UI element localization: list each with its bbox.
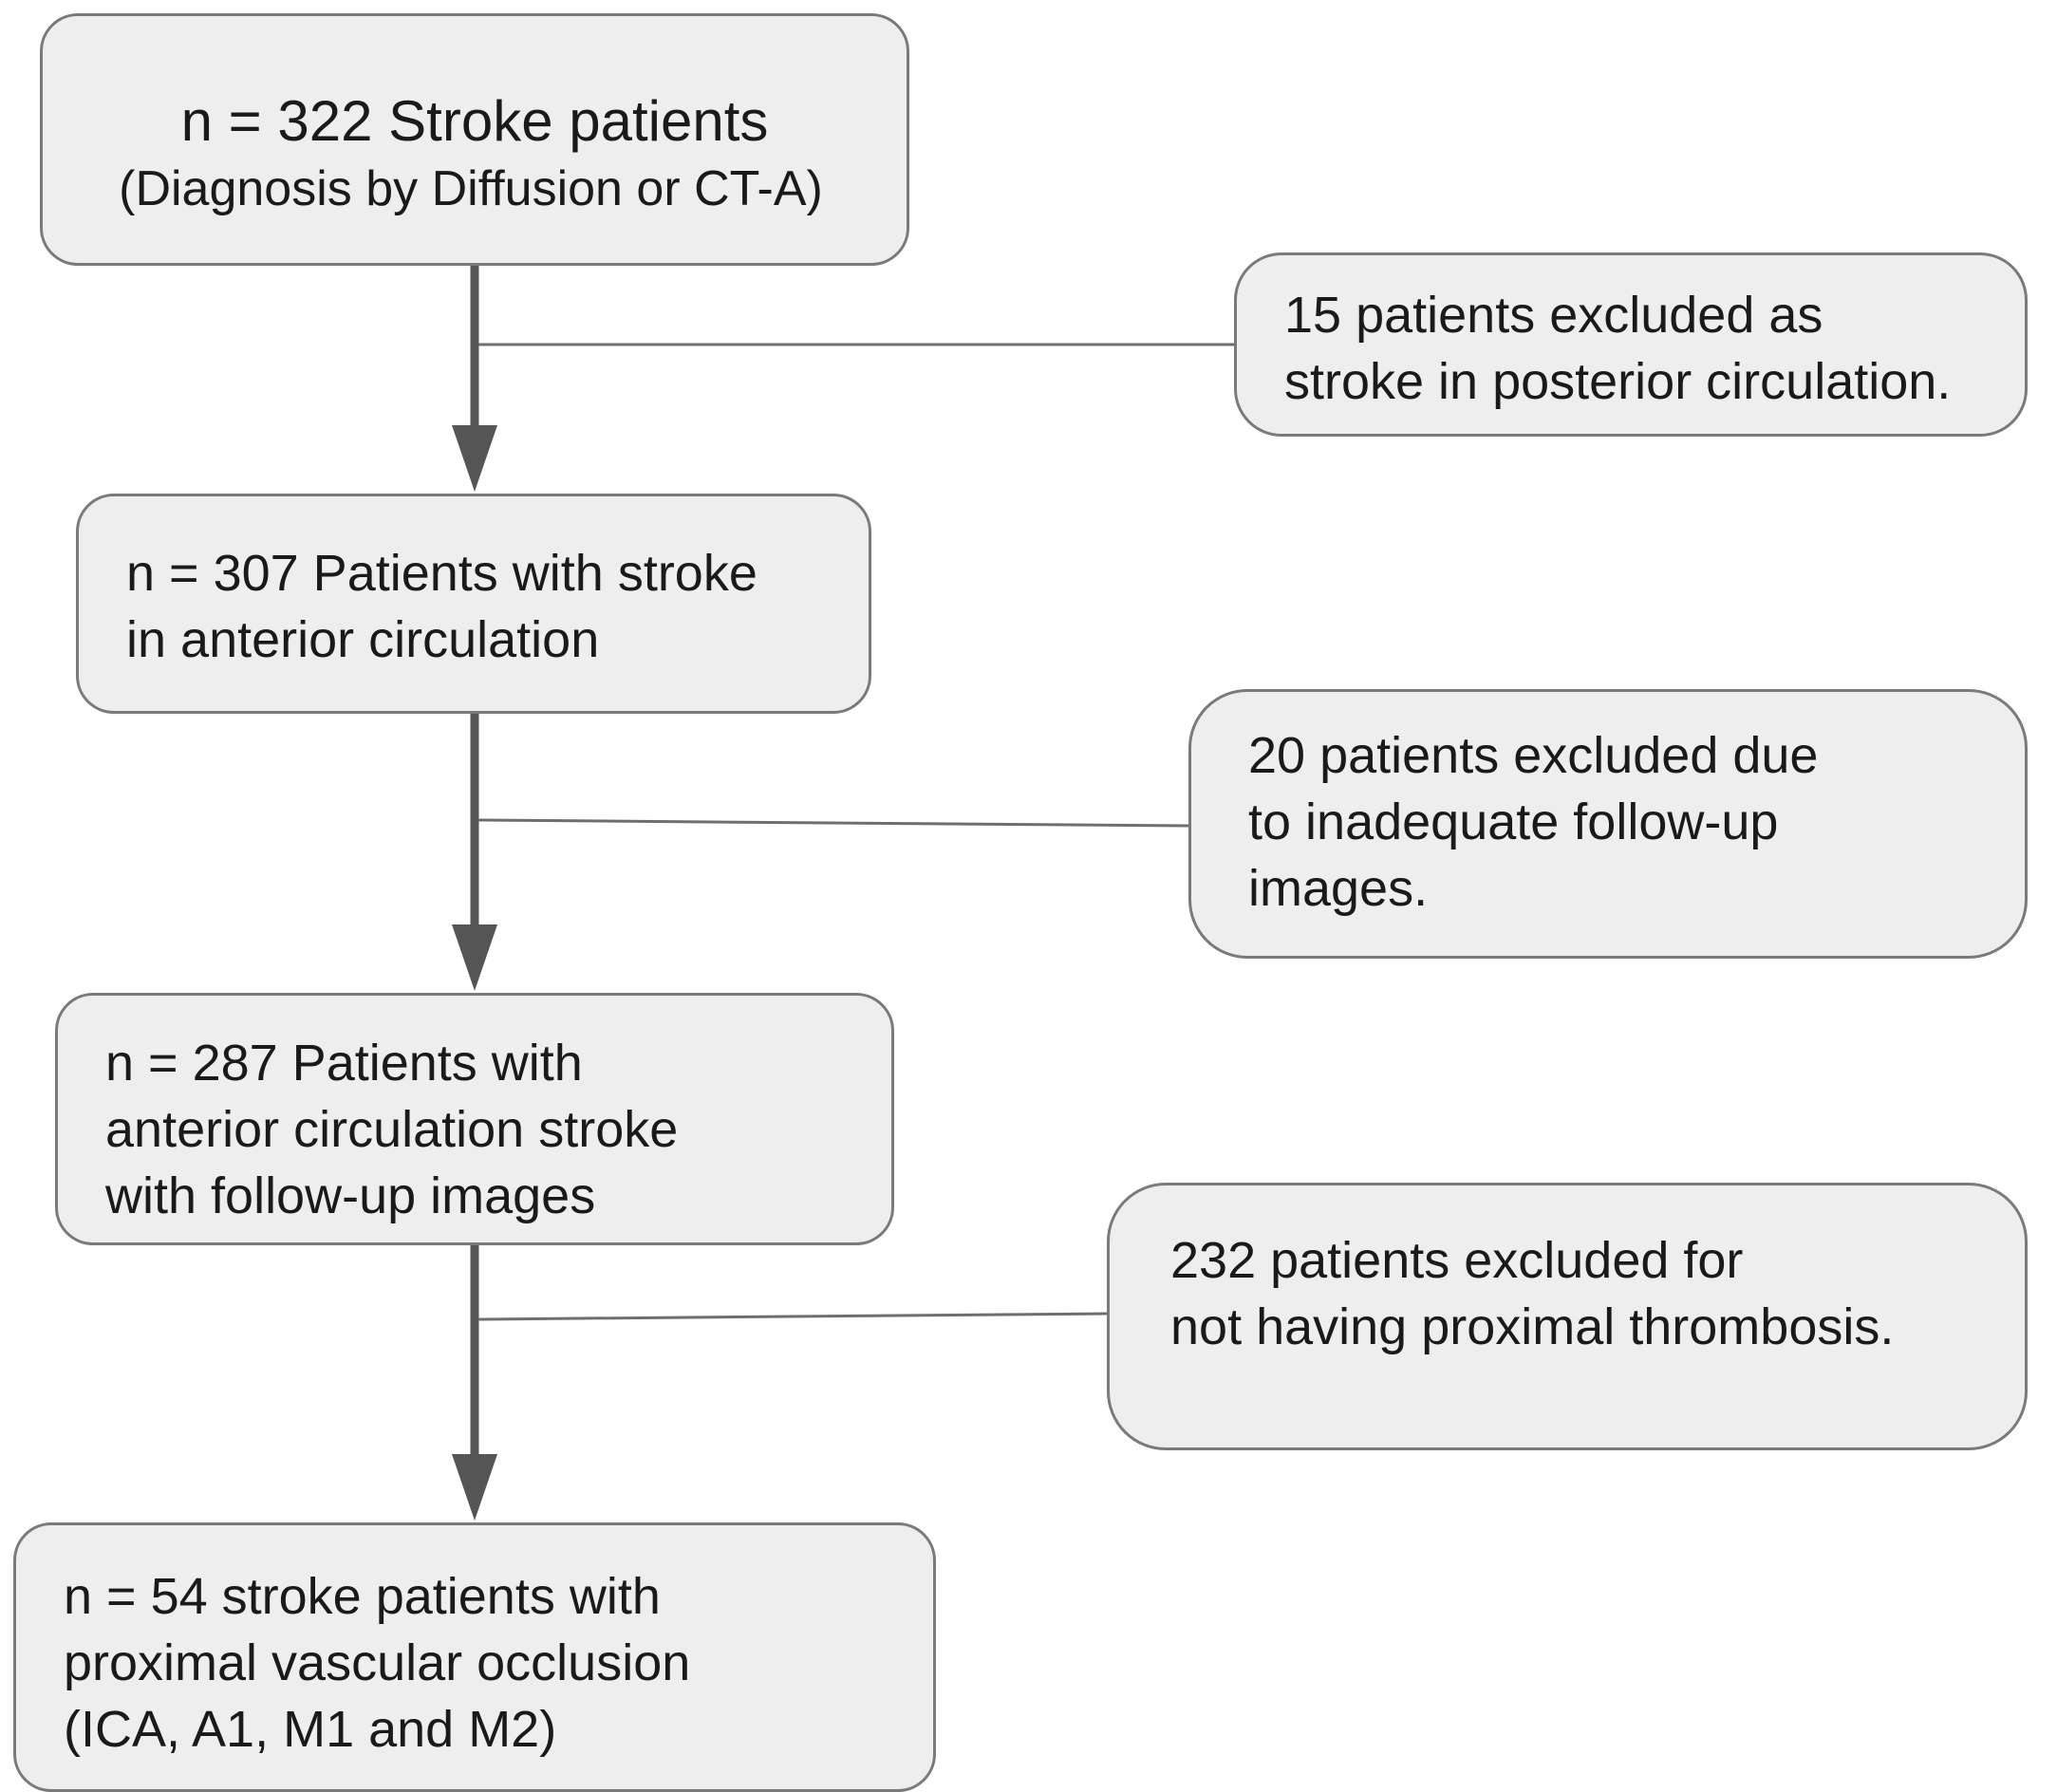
connector-2 — [477, 818, 1189, 828]
step-4-line-2: proximal vascular occlusion — [64, 1634, 691, 1691]
arrowhead-2 — [452, 924, 497, 991]
exclusion-connectors — [477, 343, 1234, 1321]
step-3-line-3: with follow-up images — [105, 1167, 596, 1224]
step-4-line-3: (ICA, A1, M1 and M2) — [64, 1701, 557, 1758]
step-2-line-2: in anterior circulation — [126, 611, 600, 668]
exclusion-box-thrombosis: 232 patients excluded for not having pro… — [1107, 1183, 2028, 1450]
step-3-line-2: anterior circulation stroke — [105, 1101, 679, 1158]
exclusion-3-line-1: 232 patients excluded for — [1170, 1232, 1744, 1289]
arrowhead-3 — [452, 1454, 497, 1521]
exclusion-1-line-1: 15 patients excluded as — [1284, 287, 1823, 344]
exclusion-box-follow-up: 20 patients excluded due to inadequate f… — [1188, 689, 2028, 959]
step-1-line-2: (Diagnosis by Diffusion or CT-A) — [119, 161, 823, 216]
step-box-anterior-circulation: n = 307 Patients with stroke in anterior… — [76, 494, 871, 714]
step-4-line-1: n = 54 stroke patients with — [64, 1568, 661, 1625]
exclusion-3-line-2: not having proximal thrombosis. — [1170, 1298, 1895, 1355]
step-3-line-1: n = 287 Patients with — [105, 1035, 583, 1092]
exclusion-2-line-3: images. — [1248, 860, 1429, 917]
step-2-line-1: n = 307 Patients with stroke — [126, 545, 757, 602]
exclusion-box-posterior: 15 patients excluded as stroke in poster… — [1234, 252, 2028, 437]
exclusion-1-line-2: stroke in posterior circulation. — [1284, 353, 1952, 410]
connector-3 — [477, 1312, 1108, 1321]
step-1-line-1: n = 322 Stroke patients — [180, 89, 769, 153]
arrowhead-1 — [452, 425, 497, 492]
step-box-with-follow-up: n = 287 Patients with anterior circulati… — [55, 993, 894, 1245]
exclusion-2-line-1: 20 patients excluded due — [1248, 727, 1819, 784]
step-box-final-cohort: n = 54 stroke patients with proximal vas… — [13, 1522, 936, 1792]
main-arrows — [452, 266, 497, 1521]
exclusion-2-line-2: to inadequate follow-up — [1248, 793, 1779, 850]
step-box-initial-cohort: n = 322 Stroke patients (Diagnosis by Di… — [40, 13, 909, 266]
